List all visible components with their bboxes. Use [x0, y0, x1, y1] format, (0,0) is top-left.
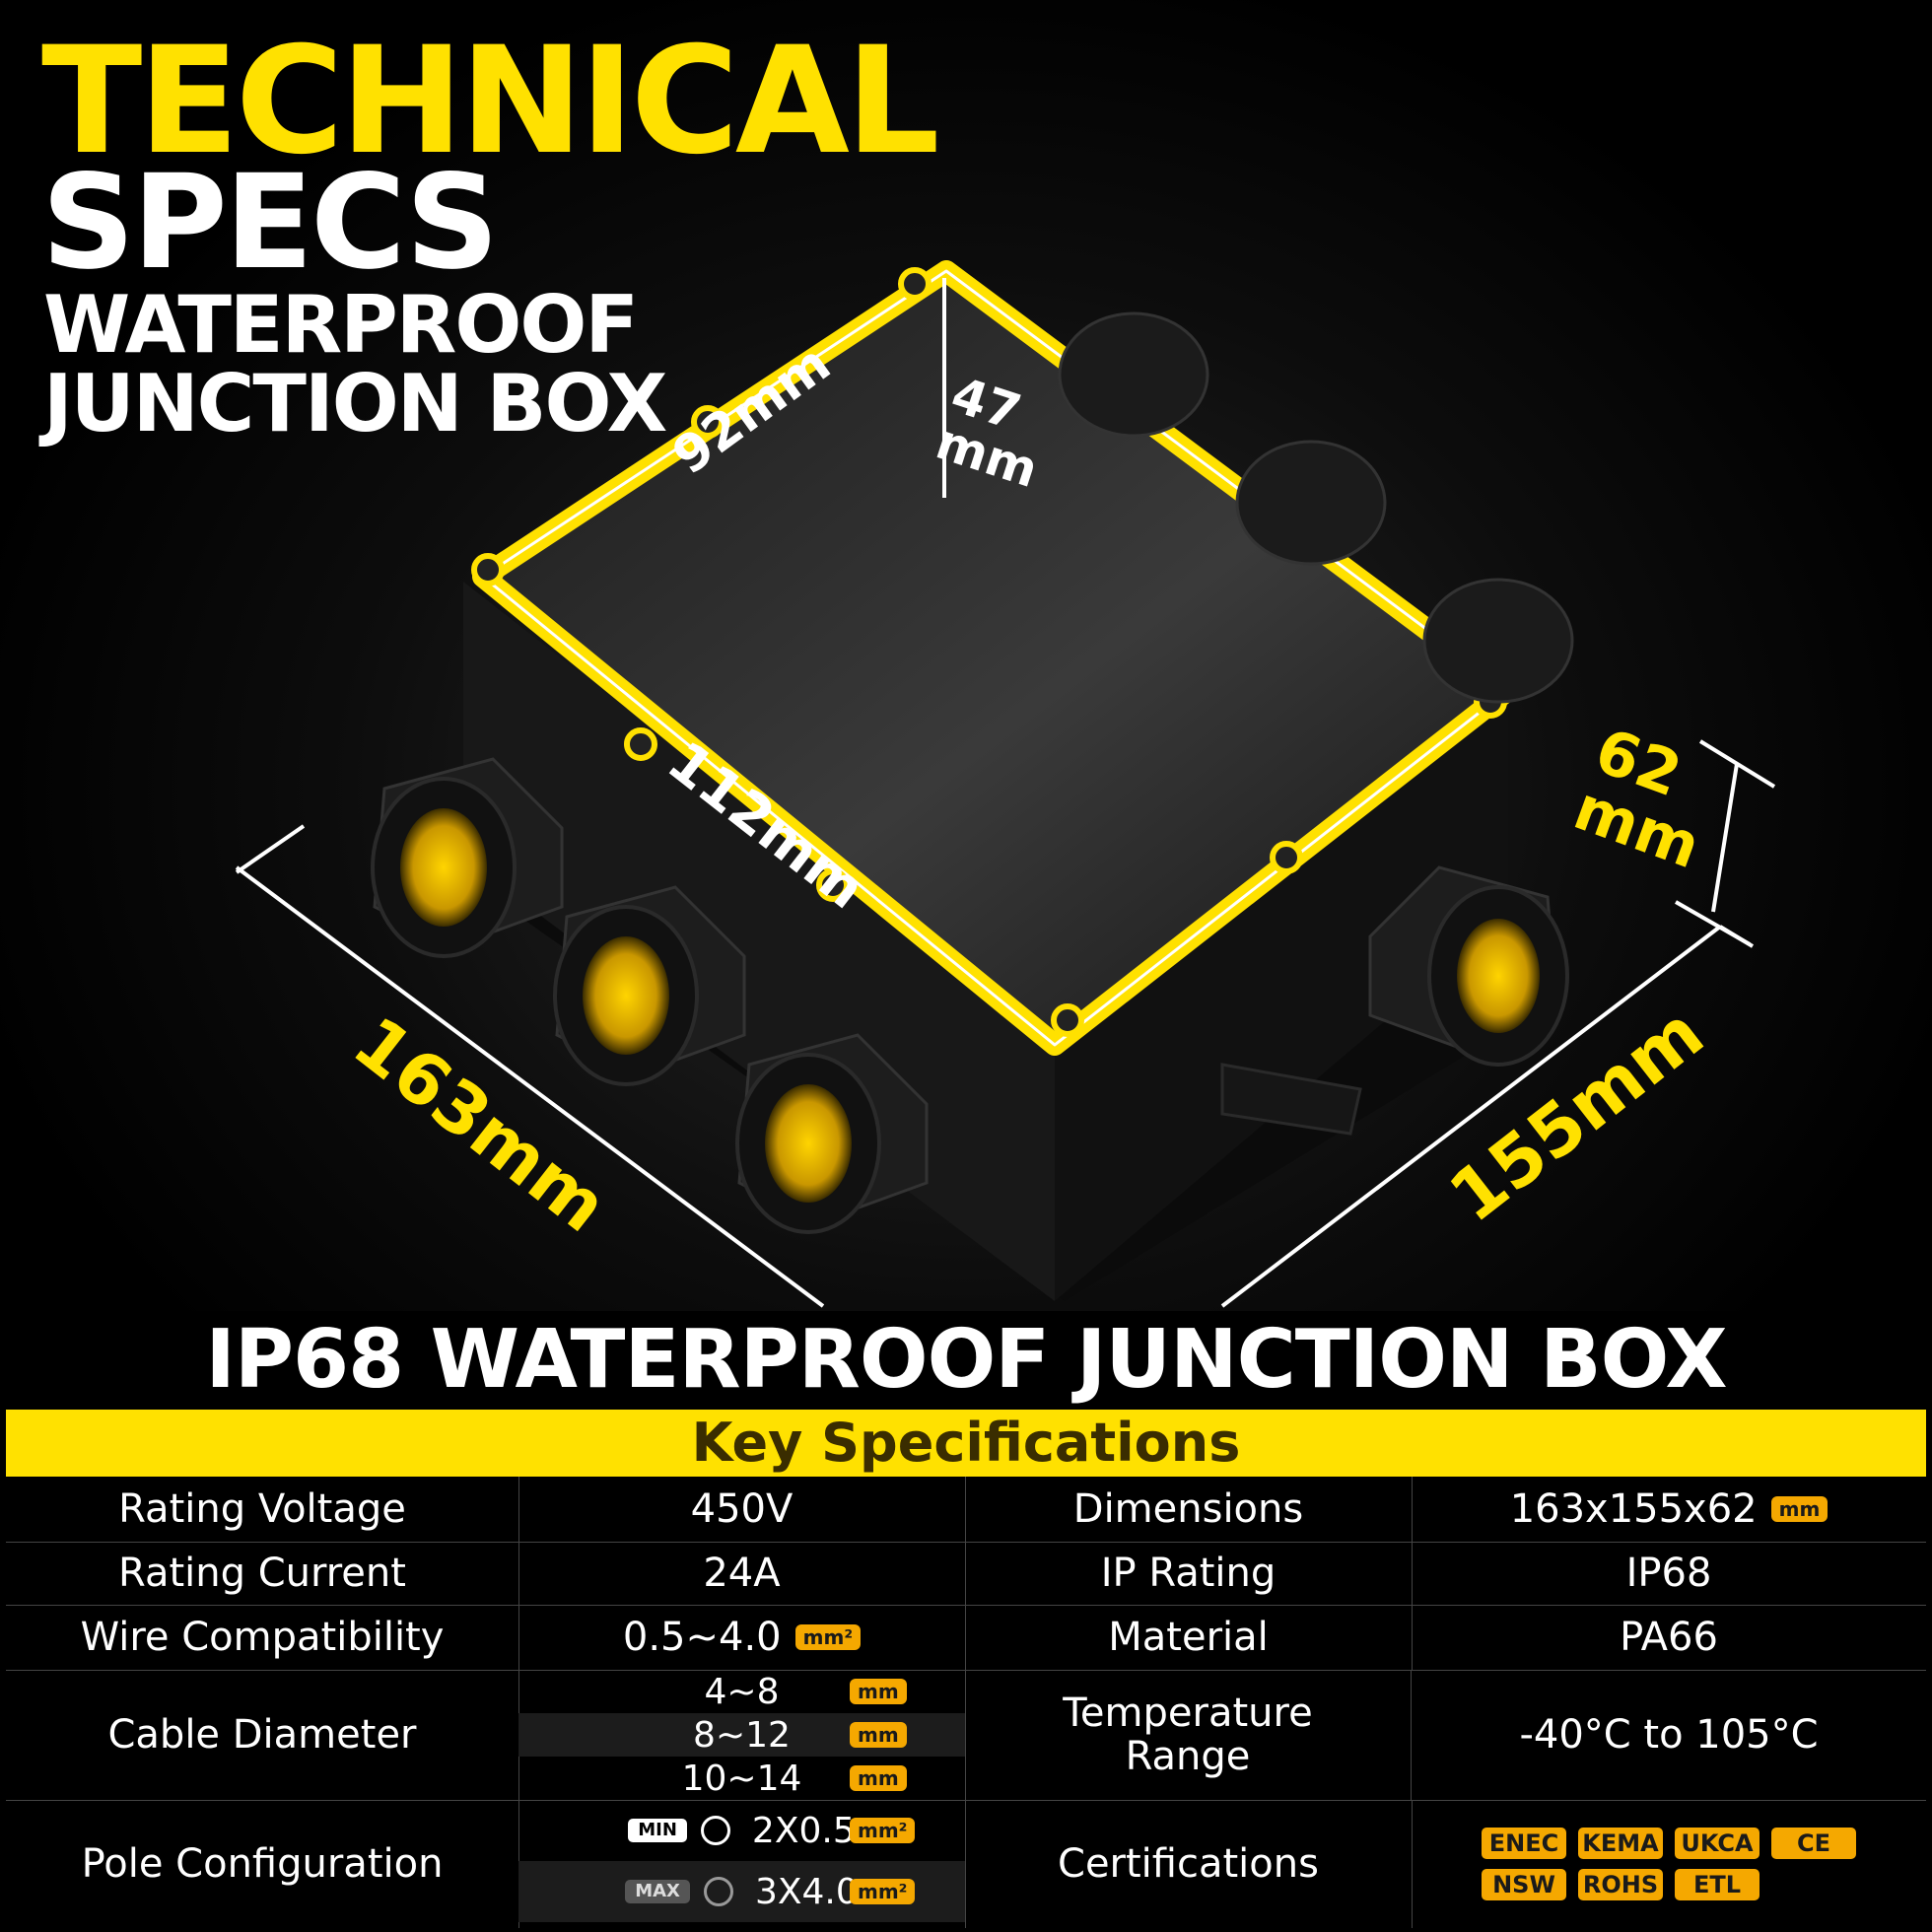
row-value: -40°C to 105°C: [1519, 1712, 1819, 1758]
pole-min: MIN 2X0.5 mm²: [518, 1800, 965, 1861]
pole-max-value: 3X4.0: [754, 1871, 859, 1912]
table-row: Cable Diameter 4~8 mm 8~12 mm 10~14 mm T…: [6, 1670, 1926, 1801]
wire-value: 0.5~4.0: [622, 1615, 782, 1660]
row-label: Dimensions: [965, 1477, 1413, 1542]
unit-badge: mm: [850, 1765, 907, 1791]
row-label: Material: [965, 1605, 1413, 1670]
table-row: Wire Compatibility 0.5~4.0 mm² Material …: [6, 1605, 1926, 1671]
title-specs: SPECS: [41, 147, 499, 299]
unit-badge: mm: [850, 1679, 907, 1704]
row-label: Pole Configuration: [6, 1800, 519, 1928]
max-tag: MAX: [625, 1880, 690, 1903]
junction-box-illustration: [235, 260, 1776, 1308]
row-label: Certifications: [965, 1800, 1413, 1928]
unit-badge: mm: [1770, 1496, 1828, 1522]
certifications: ENEC KEMA UKCA CE NSW ROHS ETL: [1412, 1800, 1926, 1928]
row-value: PA66: [1620, 1615, 1718, 1660]
cert-badge: ETL: [1675, 1869, 1760, 1900]
unit-badge: mm²: [850, 1879, 916, 1904]
spec-table: IP68 WATERPROOF JUNCTION BOX Key Specifi…: [6, 1311, 1926, 1932]
row-value: 163x155x62 mm: [1412, 1477, 1926, 1542]
table-row: Rating Current 24A IP Rating IP68: [6, 1542, 1926, 1606]
cert-badge: ENEC: [1482, 1828, 1566, 1859]
row-label: Rating Current: [6, 1542, 519, 1605]
box-inner-cavity: [483, 271, 1508, 1045]
table-title: IP68 WATERPROOF JUNCTION BOX: [205, 1313, 1727, 1407]
unit-badge: mm²: [794, 1624, 862, 1650]
three-pole-icon: [703, 1877, 733, 1906]
cable-sizes: [518, 1670, 966, 1800]
cert-badge: CE: [1771, 1828, 1856, 1859]
row-label: Rating Voltage: [6, 1477, 519, 1542]
pole-values: [518, 1800, 966, 1928]
cable-size-value: 8~12: [693, 1714, 791, 1756]
unit-badge: mm: [850, 1722, 907, 1748]
pole-min-value: 2X0.5: [751, 1810, 856, 1851]
cert-badge: ROHS: [1578, 1869, 1663, 1900]
cable-glands: [371, 311, 1574, 1234]
key-specifications-bar: Key Specifications: [6, 1410, 1926, 1477]
cable-size: 10~14 mm: [518, 1757, 965, 1800]
cert-badges: ENEC KEMA UKCA CE NSW ROHS ETL: [1482, 1828, 1856, 1900]
row-label: Temperature Range: [965, 1670, 1412, 1800]
row-label: Wire Compatibility: [6, 1605, 519, 1670]
row-label: Cable Diameter: [6, 1670, 519, 1800]
row-value: IP68: [1625, 1551, 1712, 1596]
cable-size-value: 10~14: [681, 1758, 802, 1799]
cert-badge: KEMA: [1578, 1828, 1663, 1859]
title-technical: TECHNICAL: [41, 16, 940, 187]
min-tag: MIN: [628, 1819, 687, 1842]
table-row: Rating Voltage 450V Dimensions 163x155x6…: [6, 1477, 1926, 1543]
cert-badge: NSW: [1482, 1869, 1566, 1900]
title-product-line2: JUNCTION BOX: [43, 358, 667, 449]
row-value: 0.5~4.0 mm²: [518, 1605, 966, 1670]
table-row: Pole Configuration MIN 2X0.5 mm² MAX 3X4…: [6, 1800, 1926, 1928]
row-value: 24A: [518, 1542, 966, 1605]
row-value: 450V: [518, 1477, 966, 1542]
cable-size: 8~12 mm: [518, 1713, 965, 1757]
row-label: IP Rating: [965, 1542, 1413, 1605]
title-product: WATERPROOF JUNCTION BOX: [43, 279, 667, 449]
pole-max: MAX 3X4.0 mm²: [518, 1861, 965, 1922]
cable-size-value: 4~8: [704, 1671, 780, 1712]
title-product-line1: WATERPROOF: [43, 279, 639, 371]
two-pole-icon: [700, 1816, 730, 1845]
dimension-lines: [235, 739, 1776, 1308]
cable-size: 4~8 mm: [518, 1670, 965, 1713]
unit-badge: mm²: [850, 1818, 916, 1843]
box-right-side: [1055, 690, 1508, 1301]
dimensions-value: 163x155x62: [1509, 1486, 1758, 1532]
temperature-label: Temperature Range: [1063, 1690, 1313, 1779]
cert-badge: UKCA: [1675, 1828, 1760, 1859]
